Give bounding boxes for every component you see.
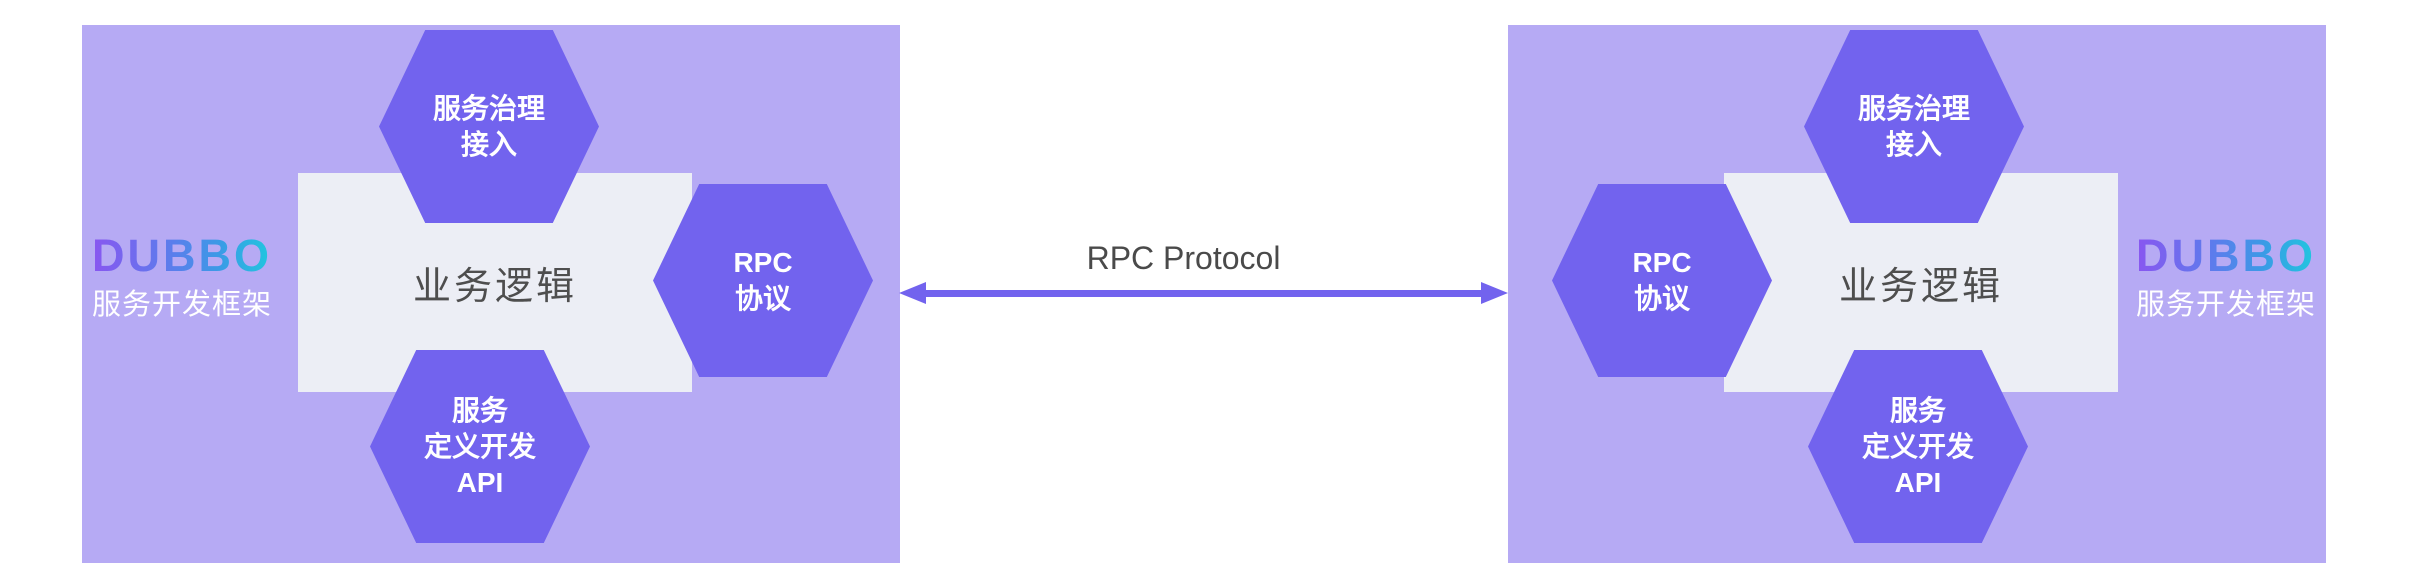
rpc-protocol-label: RPC Protocol — [1086, 240, 1281, 276]
hexagon-label-line: 接入 — [460, 128, 517, 160]
dubbo-logo-wordmark: DUBBO — [92, 230, 272, 281]
hexagon-label-line: 服务治理 — [432, 92, 545, 124]
hexagon-label-line: RPC — [1632, 246, 1692, 278]
business-logic-label: 业务逻辑 — [1838, 266, 2003, 308]
dubbo-logo-tagline: 服务开发框架 — [2135, 289, 2316, 321]
hexagon-label-line: 服务 — [1889, 394, 1946, 426]
hexagon-label-line: 服务治理 — [1857, 92, 1970, 124]
hexagon-label-line: RPC — [733, 246, 793, 278]
hexagon-label-line: API — [456, 466, 504, 498]
arrowhead-right-icon — [1481, 282, 1508, 304]
business-logic-label: 业务逻辑 — [412, 266, 577, 308]
hexagon-service-governance: 服务治理 接入 — [379, 30, 599, 223]
hexagon-rpc-protocol: RPC 协议 — [1552, 184, 1772, 377]
arrowhead-left-icon — [899, 282, 926, 304]
hexagon-label-line: 协议 — [1633, 282, 1690, 314]
hexagon-label-line: 协议 — [734, 282, 791, 314]
dubbo-logo: DUBBO 服务开发框架 — [2134, 230, 2318, 322]
dubbo-logo: DUBBO 服务开发框架 — [90, 230, 274, 322]
hexagon-label-line: 服务 — [451, 394, 508, 426]
hexagon-service-definition-api: 服务 定义开发 API — [370, 350, 590, 543]
dubbo-logo-tagline: 服务开发框架 — [91, 289, 272, 321]
dubbo-panel-left: DUBBO 服务开发框架 业务逻辑 服务治理 接入 RPC 协议 服务 定义开发… — [82, 25, 900, 563]
hexagon-label-line: API — [1894, 466, 1942, 498]
dubbo-logo-wordmark: DUBBO — [2136, 230, 2316, 281]
hexagon-rpc-protocol: RPC 协议 — [653, 184, 873, 377]
rpc-protocol-connector: RPC Protocol — [899, 240, 1508, 350]
arrow-line — [921, 290, 1486, 297]
dubbo-panel-right: DUBBO 服务开发框架 业务逻辑 服务治理 接入 RPC 协议 服务 定义开发… — [1508, 25, 2326, 563]
hexagon-label-line: 定义开发 — [1861, 430, 1974, 462]
hexagon-label-line: 接入 — [1885, 128, 1942, 160]
hexagon-service-definition-api: 服务 定义开发 API — [1808, 350, 2028, 543]
hexagon-label-line: 定义开发 — [423, 430, 536, 462]
hexagon-service-governance: 服务治理 接入 — [1804, 30, 2024, 223]
